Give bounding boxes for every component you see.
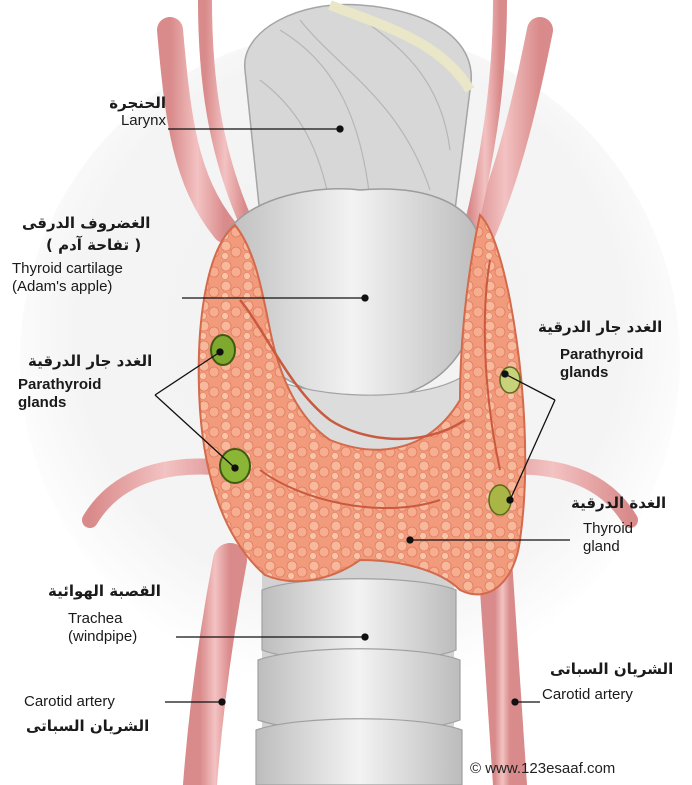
parathyroid-right-label-en1: Parathyroid: [538, 346, 662, 364]
trachea-label-en2: (windpipe): [48, 628, 161, 646]
parathyroid-left-label-ar: الغدد جار الدرقية: [18, 352, 152, 370]
carotid-left-label-ar: الشريان السباتى: [24, 717, 149, 735]
parathyroid-left-label-en1: Parathyroid: [18, 376, 152, 394]
carotid-right-label-en: Carotid artery: [542, 686, 673, 704]
copyright-credit: © www.123esaaf.com: [470, 760, 615, 777]
parathyroid-right-label: الغدد جار الدرقية Parathyroid glands: [538, 318, 662, 382]
thyroid-gland-label: الغدة الدرقية Thyroid gland: [571, 494, 666, 556]
larynx-cartilage: [245, 4, 472, 215]
thyroid-gland-label-en1: Thyroid: [571, 520, 666, 538]
trachea-label-ar: القصبة الهوائية: [48, 582, 161, 600]
parathyroid-left-label: الغدد جار الدرقية Parathyroid glands: [18, 352, 152, 412]
trachea-label: القصبة الهوائية Trachea (windpipe): [48, 582, 161, 646]
parathyroid-right-label-ar: الغدد جار الدرقية: [538, 318, 662, 336]
carotid-left-label-en: Carotid artery: [24, 693, 149, 711]
thyroid-cartilage-label: الغضروف الدرقى ( تفاحة آدم ) Thyroid car…: [12, 214, 150, 296]
trachea: [256, 560, 462, 785]
carotid-right-label-ar: الشريان السباتى: [542, 660, 673, 678]
parathyroid-left-label-en2: glands: [18, 394, 152, 412]
thyroid-cartilage-label-ar2: ( تفاحة آدم ): [12, 236, 150, 254]
larynx-label-ar: الحنجرة: [80, 94, 166, 112]
larynx-label: الحنجرة Larynx: [80, 94, 166, 130]
thyroid-cartilage-label-ar1: الغضروف الدرقى: [12, 214, 150, 232]
thyroid-gland-label-en2: gland: [571, 538, 666, 556]
thyroid-cartilage-label-en1: Thyroid cartilage: [12, 260, 150, 278]
carotid-right-label: الشريان السباتى Carotid artery: [542, 660, 673, 704]
larynx-label-en: Larynx: [80, 112, 166, 130]
thyroid-cartilage-label-en2: (Adam's apple): [12, 278, 150, 296]
thyroid-gland-label-ar: الغدة الدرقية: [571, 494, 666, 512]
carotid-left-label: Carotid artery الشريان السباتى: [24, 693, 149, 735]
parathyroid-right-label-en2: glands: [538, 364, 662, 382]
trachea-label-en1: Trachea: [48, 610, 161, 628]
